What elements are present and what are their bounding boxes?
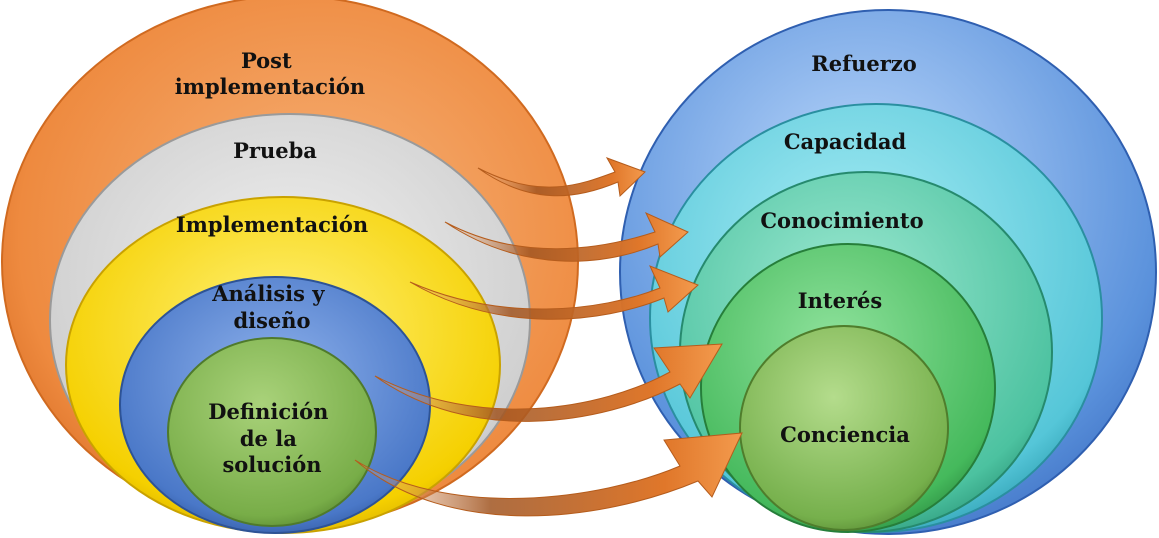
label-interes: Interés bbox=[798, 288, 882, 313]
label-analisis-diseno: Análisis y diseño bbox=[211, 281, 332, 333]
right-stack: Refuerzo Capacidad Conocimiento Interés … bbox=[619, 9, 1157, 535]
arrow-implementacion-to-conocimiento bbox=[444, 211, 689, 262]
label-capacidad: Capacidad bbox=[784, 129, 907, 154]
arrow-definicion-to-conciencia bbox=[354, 432, 743, 517]
label-implementacion: Implementación bbox=[176, 212, 368, 237]
arrow-prueba-to-capacidad bbox=[477, 157, 646, 198]
label-conocimiento: Conocimiento bbox=[760, 208, 923, 233]
label-refuerzo: Refuerzo bbox=[811, 51, 916, 76]
arrows bbox=[354, 157, 743, 517]
label-conciencia: Conciencia bbox=[780, 422, 910, 447]
ring-conciencia bbox=[739, 325, 949, 531]
arrow-analisis-to-interes bbox=[409, 265, 699, 320]
label-post-implementacion: Post implementación bbox=[175, 48, 365, 99]
label-prueba: Prueba bbox=[233, 138, 317, 163]
ring-definicion-solucion bbox=[167, 337, 377, 527]
left-stack: Post implementación Prueba Implementació… bbox=[1, 0, 579, 534]
arrow-definicion-to-interes bbox=[374, 343, 723, 422]
label-definicion-solucion: Definición de la solución bbox=[208, 399, 335, 477]
